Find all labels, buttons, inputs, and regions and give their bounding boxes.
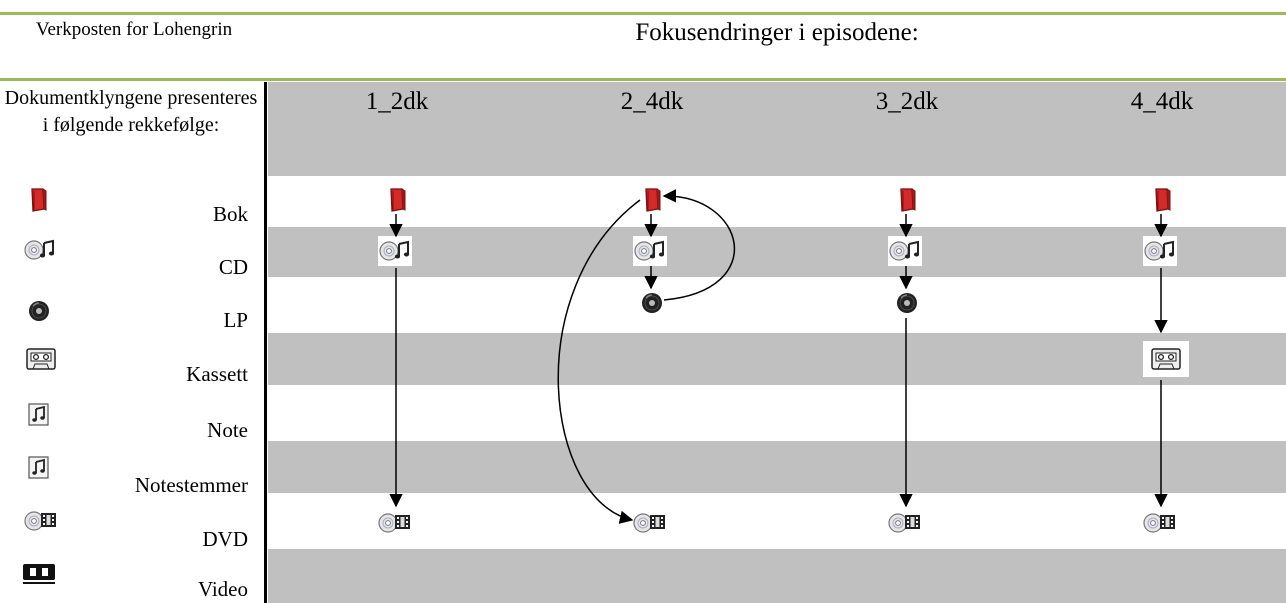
header-band <box>268 82 1286 176</box>
legend-label-bok: Bok <box>212 202 248 226</box>
header-rule <box>0 78 1286 81</box>
cd-icon <box>1144 240 1175 261</box>
book-icon <box>1155 188 1171 212</box>
cd-icon <box>634 240 665 261</box>
book-icon <box>900 188 916 212</box>
row-band-cd <box>268 227 1286 277</box>
cassette-icon <box>26 348 56 370</box>
ep2-dvd-node <box>633 508 667 538</box>
book-icon <box>31 188 47 212</box>
top-rule <box>0 12 1286 15</box>
ep1-dvd-node <box>378 508 412 538</box>
lp-icon <box>897 293 917 313</box>
ep1-book-node <box>380 185 414 215</box>
ep3-lp-node <box>890 288 924 318</box>
ep2-arrow-lp-bok <box>662 189 736 301</box>
dvd-icon <box>633 513 665 533</box>
legend-label-lp: LP <box>223 308 248 332</box>
ep3-cd-node <box>888 236 922 266</box>
ep4-dvd-node <box>1143 508 1177 538</box>
row-band-video <box>268 549 1286 603</box>
dvd-icon <box>888 513 920 533</box>
legend-label-cd: CD <box>218 255 248 279</box>
ep4-cassette-node <box>1143 341 1189 377</box>
episode-label-1: 1_2dk <box>365 88 429 115</box>
video-icon <box>23 564 55 584</box>
legend-label-video: Video <box>197 577 248 601</box>
legend-label-notestemmer: Notestemmer <box>134 473 248 497</box>
note-parts-icon <box>28 456 49 479</box>
row-band-notestemmer <box>268 441 1286 493</box>
cassette-icon <box>1151 348 1181 370</box>
ep3-dvd-node <box>888 508 922 538</box>
legend-label-note: Note <box>207 418 248 442</box>
dvd-icon <box>24 511 56 531</box>
book-icon <box>390 188 406 212</box>
ep4-book-node <box>1145 185 1179 215</box>
cd-icon <box>889 240 920 261</box>
book-icon <box>645 188 661 212</box>
work-post-title: Verkposten for Lohengrin <box>35 19 233 40</box>
episode-label-4: 4_4dk <box>1130 88 1194 115</box>
legend-caption: Dokumentklyngene presenteres i følgende … <box>4 87 258 136</box>
legend-label-kassett: Kassett <box>186 362 248 386</box>
ep3-book-node <box>890 185 924 215</box>
cd-icon <box>24 239 55 260</box>
ep2-lp-node <box>635 288 669 318</box>
ep2-arrow-bok-dvd <box>557 199 641 524</box>
row-band-kassett <box>268 333 1286 385</box>
lp-icon <box>642 293 662 313</box>
dvd-icon <box>378 513 410 533</box>
dvd-icon <box>1143 513 1175 533</box>
episode-label-3: 3_2dk <box>875 88 939 115</box>
ep4-cd-node <box>1143 236 1177 266</box>
cd-icon <box>379 240 410 261</box>
page-title: Fokusendringer i episodene: <box>635 19 919 46</box>
ep2-cd-node <box>633 236 667 266</box>
note-icon <box>28 403 49 426</box>
legend-divider <box>264 82 267 603</box>
legend-label-dvd: DVD <box>202 527 249 551</box>
episode-label-2: 2_4dk <box>620 88 684 115</box>
lp-icon <box>29 301 49 321</box>
ep1-cd-node <box>378 236 412 266</box>
